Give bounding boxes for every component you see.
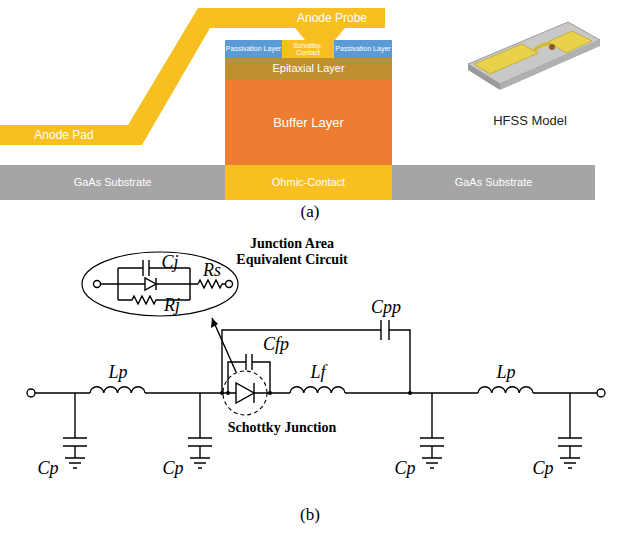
component-label: Lf bbox=[310, 362, 325, 383]
arrow-head bbox=[211, 318, 218, 328]
subfigure-label: (a) bbox=[301, 202, 320, 222]
substrate: GaAs Substrate bbox=[0, 165, 225, 200]
junction-label: Schottky Junction bbox=[228, 420, 337, 436]
passivation-layer: Passivation Layer bbox=[334, 40, 392, 58]
component-label: Rj bbox=[164, 295, 180, 316]
circuit-wires bbox=[27, 252, 605, 468]
component-label: Cp bbox=[532, 458, 553, 479]
substrate-band bbox=[0, 165, 595, 200]
layer-text: Anode Pad bbox=[34, 129, 93, 142]
model-label: HFSS Model bbox=[493, 114, 567, 129]
layer-text: Passivation Layer bbox=[226, 45, 281, 52]
layer-text: Epitaxial Layer bbox=[272, 63, 344, 75]
anode-pad: Anode Pad bbox=[0, 125, 128, 145]
schottky-contact: Schottky-Contact bbox=[282, 40, 334, 58]
layer-text: Ohmic-Contact bbox=[272, 177, 345, 189]
hfss-model-sketch bbox=[468, 22, 600, 90]
passivation-layer: Passivation Layer bbox=[225, 40, 282, 58]
subfigure-label: (b) bbox=[300, 505, 320, 525]
layer-text: Schottky-Contact bbox=[282, 42, 334, 57]
layer-text: Anode Probe bbox=[297, 12, 367, 25]
component-label: Cfp bbox=[263, 334, 289, 355]
layer-text: GaAs Substrate bbox=[455, 177, 533, 189]
component-label: Cp bbox=[162, 458, 183, 479]
component-label: Lp bbox=[496, 362, 515, 383]
layer-text: Passivation Layer bbox=[335, 45, 390, 52]
substrate: GaAs Substrate bbox=[392, 165, 595, 200]
anode-probe: Anode Probe bbox=[282, 8, 382, 28]
component-label: Cj bbox=[161, 252, 178, 273]
layer-text: Buffer Layer bbox=[273, 116, 344, 130]
component-label: Cp bbox=[394, 458, 415, 479]
component-label: Lp bbox=[108, 362, 127, 383]
layer-text: GaAs Substrate bbox=[74, 177, 152, 189]
ohmic-contact: Ohmic-Contact bbox=[225, 165, 392, 200]
component-label: Cpp bbox=[371, 297, 401, 318]
buffer-layer: Buffer Layer bbox=[225, 80, 392, 165]
inset-title: Junction Area Equivalent Circuit bbox=[233, 236, 351, 268]
epitaxial-layer: Epitaxial Layer bbox=[225, 58, 392, 80]
component-label: Cp bbox=[37, 458, 58, 479]
component-label: Rs bbox=[203, 260, 221, 281]
